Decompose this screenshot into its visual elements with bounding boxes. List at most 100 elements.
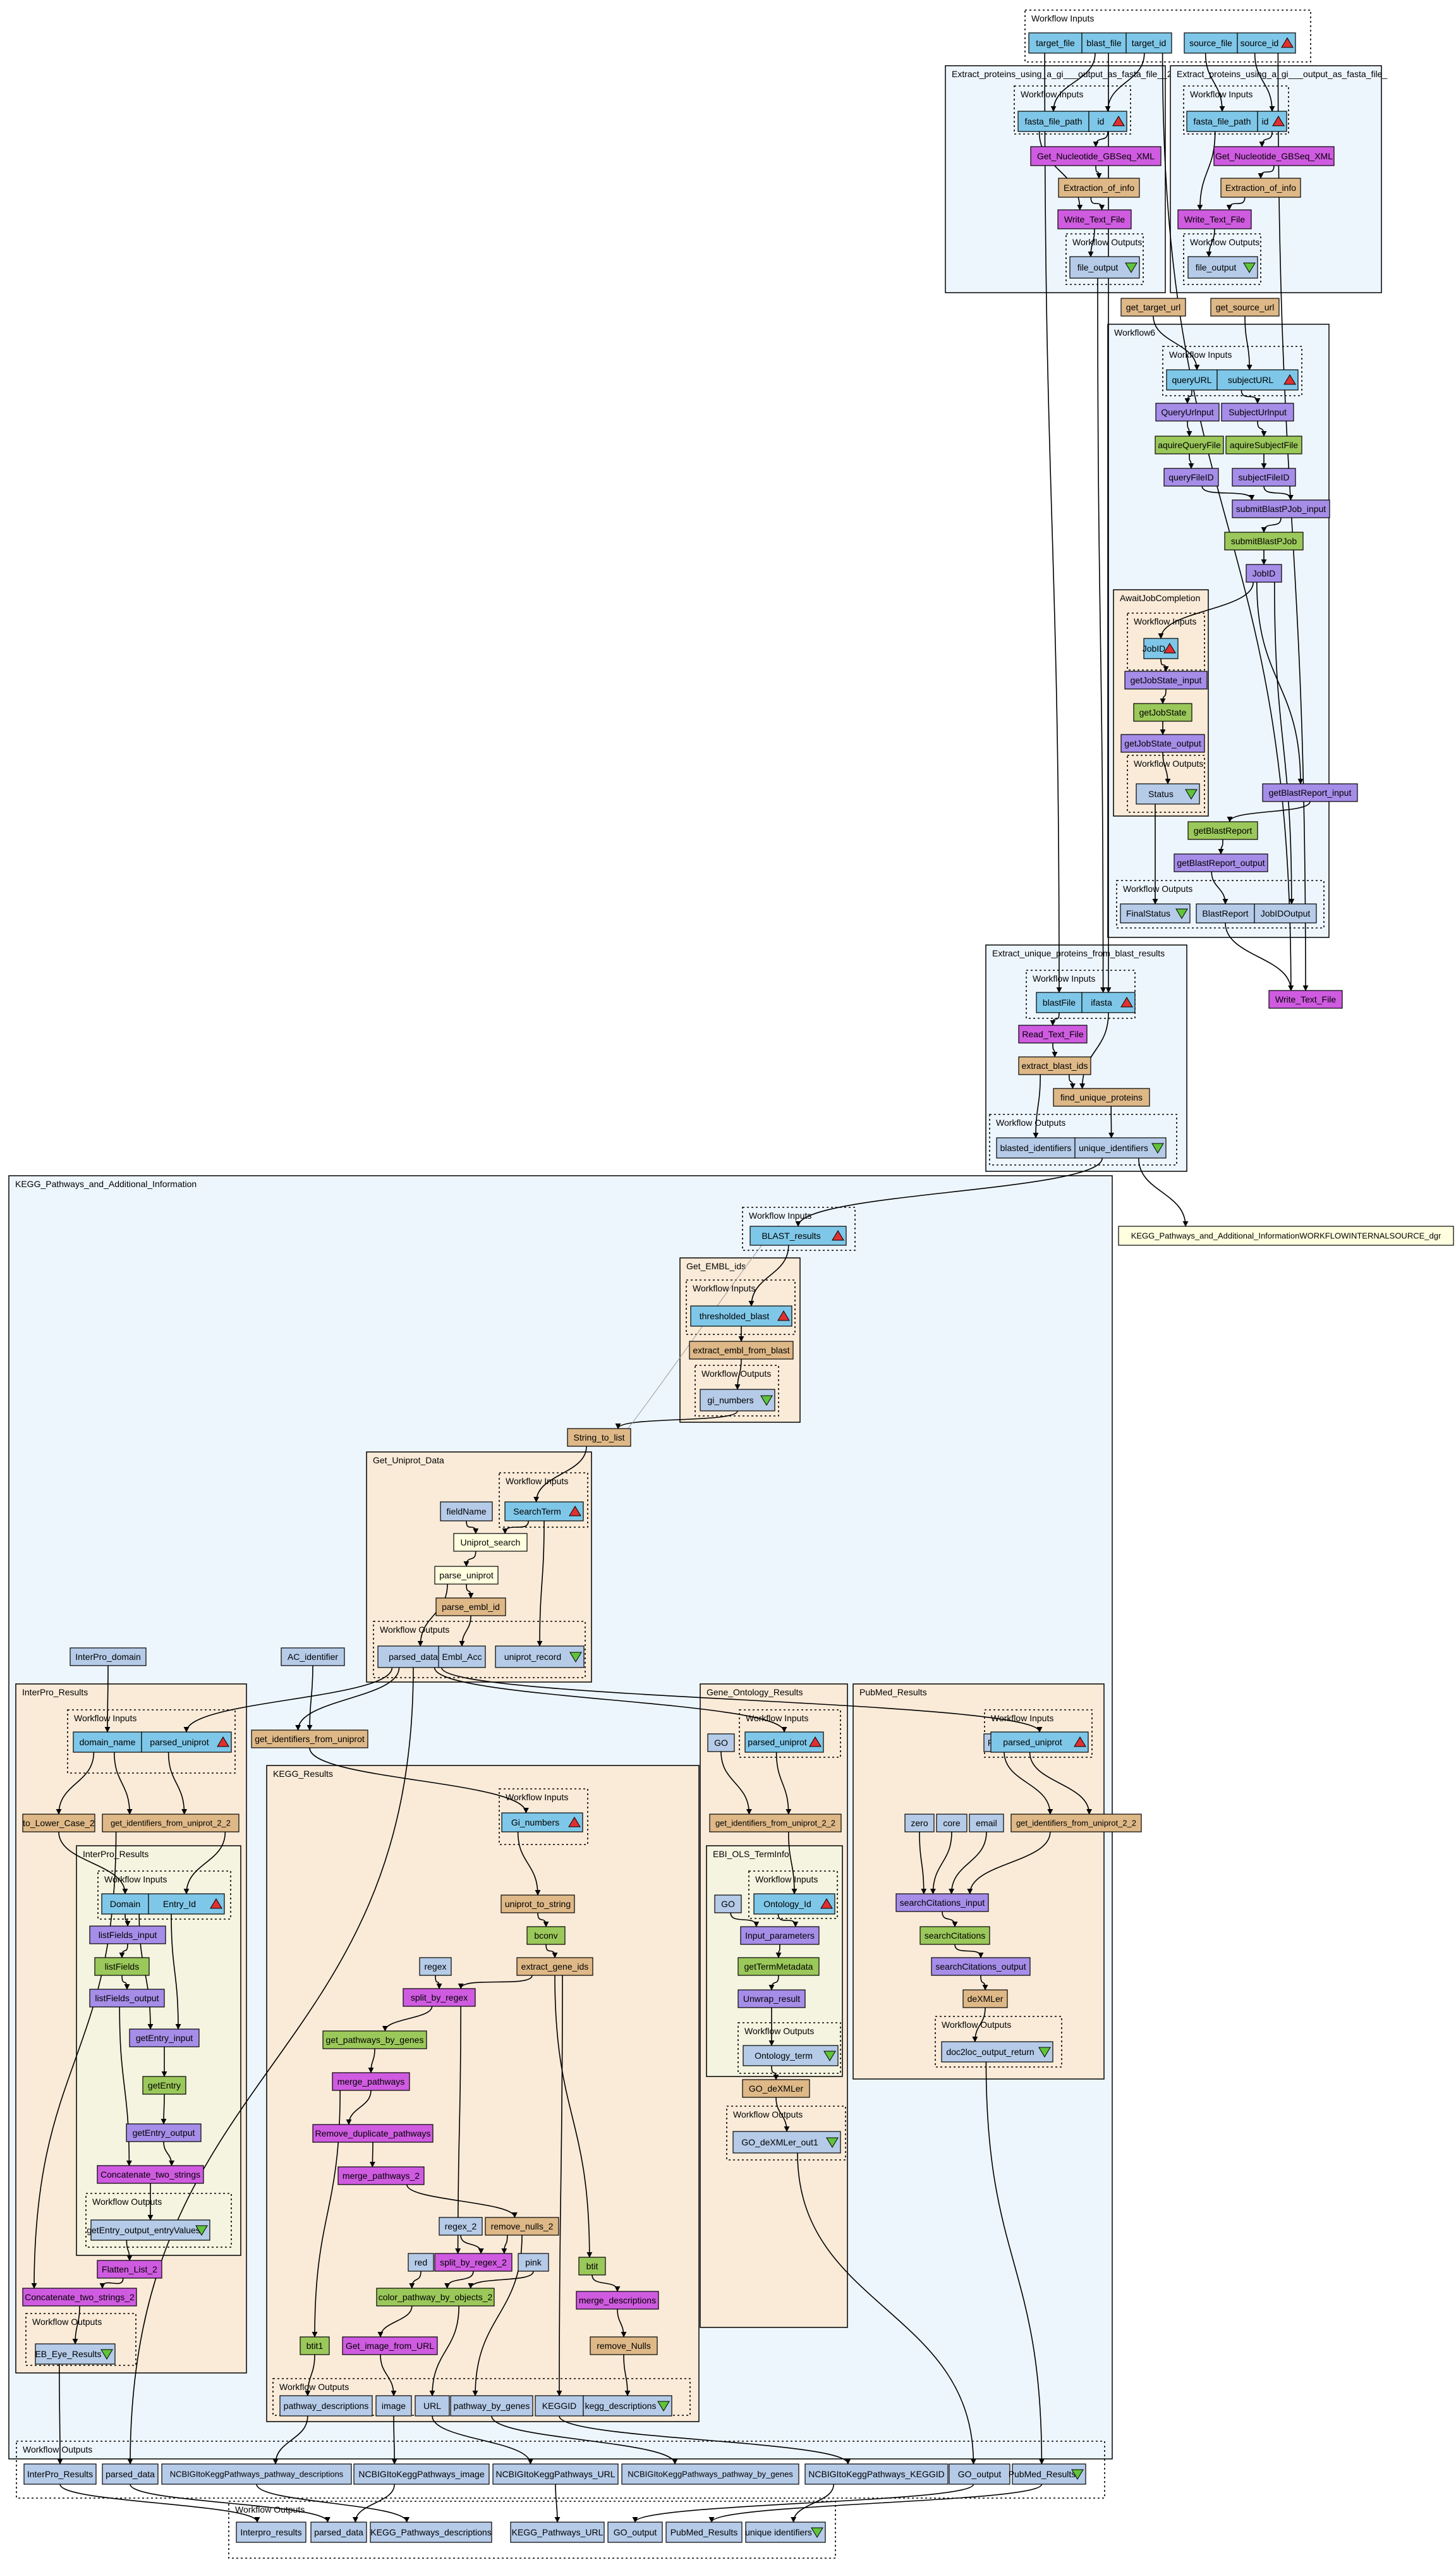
node-parsed-uniprot[interactable]: parsed_uniprot: [744, 1731, 824, 1753]
node-kegg-descriptions[interactable]: kegg_descriptions: [583, 2395, 672, 2417]
node-merge-pathways-2[interactable]: merge_pathways_2: [337, 2166, 425, 2185]
node-parsed-data[interactable]: parsed_data: [377, 1645, 449, 1668]
node-queryurlinput[interactable]: QueryUrlnput: [1155, 403, 1220, 422]
node-go-output[interactable]: GO_output: [949, 2463, 1010, 2485]
node-getjobstate-input[interactable]: getJobState_input: [1124, 671, 1208, 690]
node-dexmler[interactable]: deXMLer: [962, 1989, 1008, 2008]
node-ncbi-pathway-by-genes[interactable]: NCBIGItoKeggPathways_pathway_by_genes: [621, 2463, 799, 2485]
node-parsed-data-final[interactable]: parsed_data: [310, 2521, 367, 2543]
node-getblastreport-output[interactable]: getBlastReport_output: [1174, 853, 1268, 872]
node-blasted-identifiers[interactable]: blasted_identifiers: [996, 1137, 1076, 1159]
node-find-unique-proteins[interactable]: find_unique_proteins: [1053, 1088, 1150, 1107]
node-entry-id[interactable]: Entry_Id: [148, 1893, 225, 1915]
node-input-parameters[interactable]: Input_parameters: [740, 1926, 820, 1945]
node-red[interactable]: red: [408, 2253, 434, 2272]
node-merge-descriptions[interactable]: merge_descriptions: [576, 2291, 659, 2310]
node-get-identifiers-from-uniprot[interactable]: get_identifiers_from_uniprot: [251, 1729, 368, 1748]
node-go-dexmler[interactable]: GO_deXMLer: [742, 2079, 810, 2098]
node-extract-gene-ids[interactable]: extract_gene_ids: [516, 1957, 593, 1976]
node-getjobstate-output[interactable]: getJobState_output: [1120, 734, 1205, 753]
node-to-lower-case-2[interactable]: to_Lower_Case_2: [22, 1814, 95, 1832]
node-interpro-results-out[interactable]: InterPro_Results: [23, 2463, 97, 2485]
node-searchcitations[interactable]: searchCitations: [919, 1926, 990, 1945]
node-ncbi-image[interactable]: NCBIGItoKeggPathways_image: [353, 2463, 490, 2485]
node-concatenate-two-strings-2[interactable]: Concatenate_two_strings_2: [22, 2288, 137, 2307]
node-string-to-list[interactable]: String_to_list: [567, 1428, 631, 1447]
node-getentry-output[interactable]: getEntry_output: [126, 2123, 202, 2142]
node-finalstatus[interactable]: FinalStatus: [1120, 903, 1191, 924]
node-extraction-of-info[interactable]: Extraction_of_info: [1058, 178, 1140, 198]
node-gettermmetadata[interactable]: getTermMetadata: [737, 1957, 820, 1976]
node-target-id[interactable]: target_id: [1125, 32, 1172, 54]
node-remove-nulls-2[interactable]: remove_nulls_2: [485, 2217, 559, 2236]
node-interpro-domain[interactable]: InterPro_domain: [70, 1647, 147, 1666]
node-go[interactable]: GO: [707, 1733, 735, 1752]
node-get-pathways-by-genes[interactable]: get_pathways_by_genes: [322, 2030, 427, 2049]
node-queryfileid[interactable]: queryFileID: [1163, 468, 1219, 487]
node-keggid[interactable]: KEGGID: [535, 2395, 584, 2417]
node-getblastreport[interactable]: getBlastReport: [1187, 821, 1258, 840]
node-kegg-source-dgr[interactable]: KEGG_Pathways_and_Additional_Information…: [1118, 1226, 1454, 1246]
node-pubmed-results[interactable]: PubMed_Results: [1009, 2463, 1086, 2485]
node-color-pathway-by-objects-2[interactable]: color_pathway_by_objects_2: [376, 2288, 495, 2307]
node-searchcitations-output[interactable]: searchCitations_output: [931, 1957, 1031, 1976]
node-regex[interactable]: regex: [419, 1957, 452, 1976]
node-split-by-regex[interactable]: split_by_regex: [403, 1988, 476, 2007]
node-ontology-term[interactable]: Ontology_term: [743, 2045, 839, 2066]
node-uniprot-to-string[interactable]: uniprot_to_string: [500, 1894, 575, 1913]
node-write-text-file[interactable]: Write_Text_File: [1057, 209, 1132, 229]
node-thresholded-blast[interactable]: thresholded_blast: [690, 1305, 792, 1327]
node-get-identifiers-from-uniprot-2-2[interactable]: get_identifiers_from_uniprot_2_2: [102, 1814, 240, 1832]
node-flatten-list-2[interactable]: Flatten_List_2: [97, 2260, 162, 2279]
node-url[interactable]: URL: [415, 2395, 450, 2417]
node-file-output[interactable]: file_output: [1187, 256, 1258, 279]
node-read-text-file[interactable]: Read_Text_File: [1018, 1025, 1088, 1044]
node-get-identifiers-from-uniprot-2-2[interactable]: get_identifiers_from_uniprot_2_2: [1010, 1814, 1142, 1832]
node-listfields[interactable]: listFields: [94, 1957, 150, 1976]
node-jobid[interactable]: JobID: [1246, 564, 1282, 583]
node-bconv[interactable]: bconv: [526, 1926, 566, 1945]
node-submitblastpjob[interactable]: submitBlastPJob: [1224, 532, 1304, 551]
node-domain[interactable]: Domain: [101, 1893, 149, 1915]
node-target-file[interactable]: target_file: [1028, 32, 1083, 54]
node-aquiresubjectfile[interactable]: aquireSubjectFile: [1225, 436, 1302, 454]
node-jobid-in[interactable]: JobID: [1143, 638, 1179, 659]
node-write-text-file[interactable]: Write_Text_File: [1268, 990, 1343, 1009]
node-doc2loc-output-return[interactable]: doc2loc_output_return: [941, 2041, 1053, 2063]
node-get-source-url[interactable]: get_source_url: [1210, 298, 1280, 317]
node-unwrap-result[interactable]: Unwrap_result: [737, 1989, 806, 2008]
node-extract-blast-ids[interactable]: extract_blast_ids: [1018, 1056, 1091, 1075]
node-ifasta[interactable]: ifasta: [1081, 992, 1136, 1013]
node-subjecturl[interactable]: subjectURL: [1216, 369, 1299, 391]
node-get-nucleotide-gbseq-xml[interactable]: Get_Nucleotide_GBSeq_XML: [1213, 146, 1335, 166]
node-gi-numbers-kegg[interactable]: Gi_numbers: [501, 1812, 583, 1832]
node-pathway-by-genes[interactable]: pathway_by_genes: [450, 2395, 533, 2417]
node-eb-eye-results[interactable]: EB_Eye_Results: [35, 2343, 116, 2365]
node-subjecturlinput[interactable]: SubjectUrlnput: [1221, 403, 1294, 422]
node-ncbi-url[interactable]: NCBIGItoKeggPathways_URL: [492, 2463, 619, 2485]
node-core[interactable]: core: [936, 1814, 968, 1832]
node-parsed-uniprot[interactable]: parsed_uniprot: [990, 1731, 1089, 1753]
node-unique-identifiers-final[interactable]: unique identifiers: [745, 2521, 826, 2543]
node-btit1[interactable]: btit1: [300, 2336, 330, 2355]
node-parse-embl-id[interactable]: parse_embl_id: [435, 1597, 506, 1616]
node-embl-acc[interactable]: Embl_Acc: [438, 1645, 486, 1668]
node-get-target-url[interactable]: get_target_url: [1120, 298, 1186, 317]
node-submitblastpjob-input[interactable]: submitBlastPJob_input: [1232, 499, 1330, 518]
node-blastfile[interactable]: blastFile: [1036, 992, 1083, 1013]
node-searchterm[interactable]: SearchTerm: [504, 1501, 584, 1521]
node-zero[interactable]: zero: [904, 1814, 935, 1832]
node-kegg-pathways-url[interactable]: KEGG_Pathways_URL: [510, 2521, 605, 2543]
node-searchcitations-input[interactable]: searchCitations_input: [895, 1893, 989, 1912]
node-status[interactable]: Status: [1136, 783, 1200, 805]
node-fieldname[interactable]: fieldName: [440, 1501, 493, 1521]
node-unique-identifiers[interactable]: unique_identifiers: [1074, 1137, 1167, 1159]
node-gi-numbers[interactable]: gi_numbers: [700, 1389, 775, 1412]
node-aquirequeryfile[interactable]: aquireQueryFile: [1155, 436, 1224, 454]
node-listfields-input[interactable]: listFields_input: [89, 1925, 166, 1944]
node-pathway-descriptions[interactable]: pathway_descriptions: [279, 2395, 373, 2417]
node-extraction-of-info[interactable]: Extraction_of_info: [1220, 178, 1301, 198]
node-write-text-file[interactable]: Write_Text_File: [1177, 209, 1252, 229]
node-go-output-final[interactable]: GO_output: [607, 2521, 663, 2543]
node-split-by-regex-2[interactable]: split_by_regex_2: [434, 2253, 513, 2272]
